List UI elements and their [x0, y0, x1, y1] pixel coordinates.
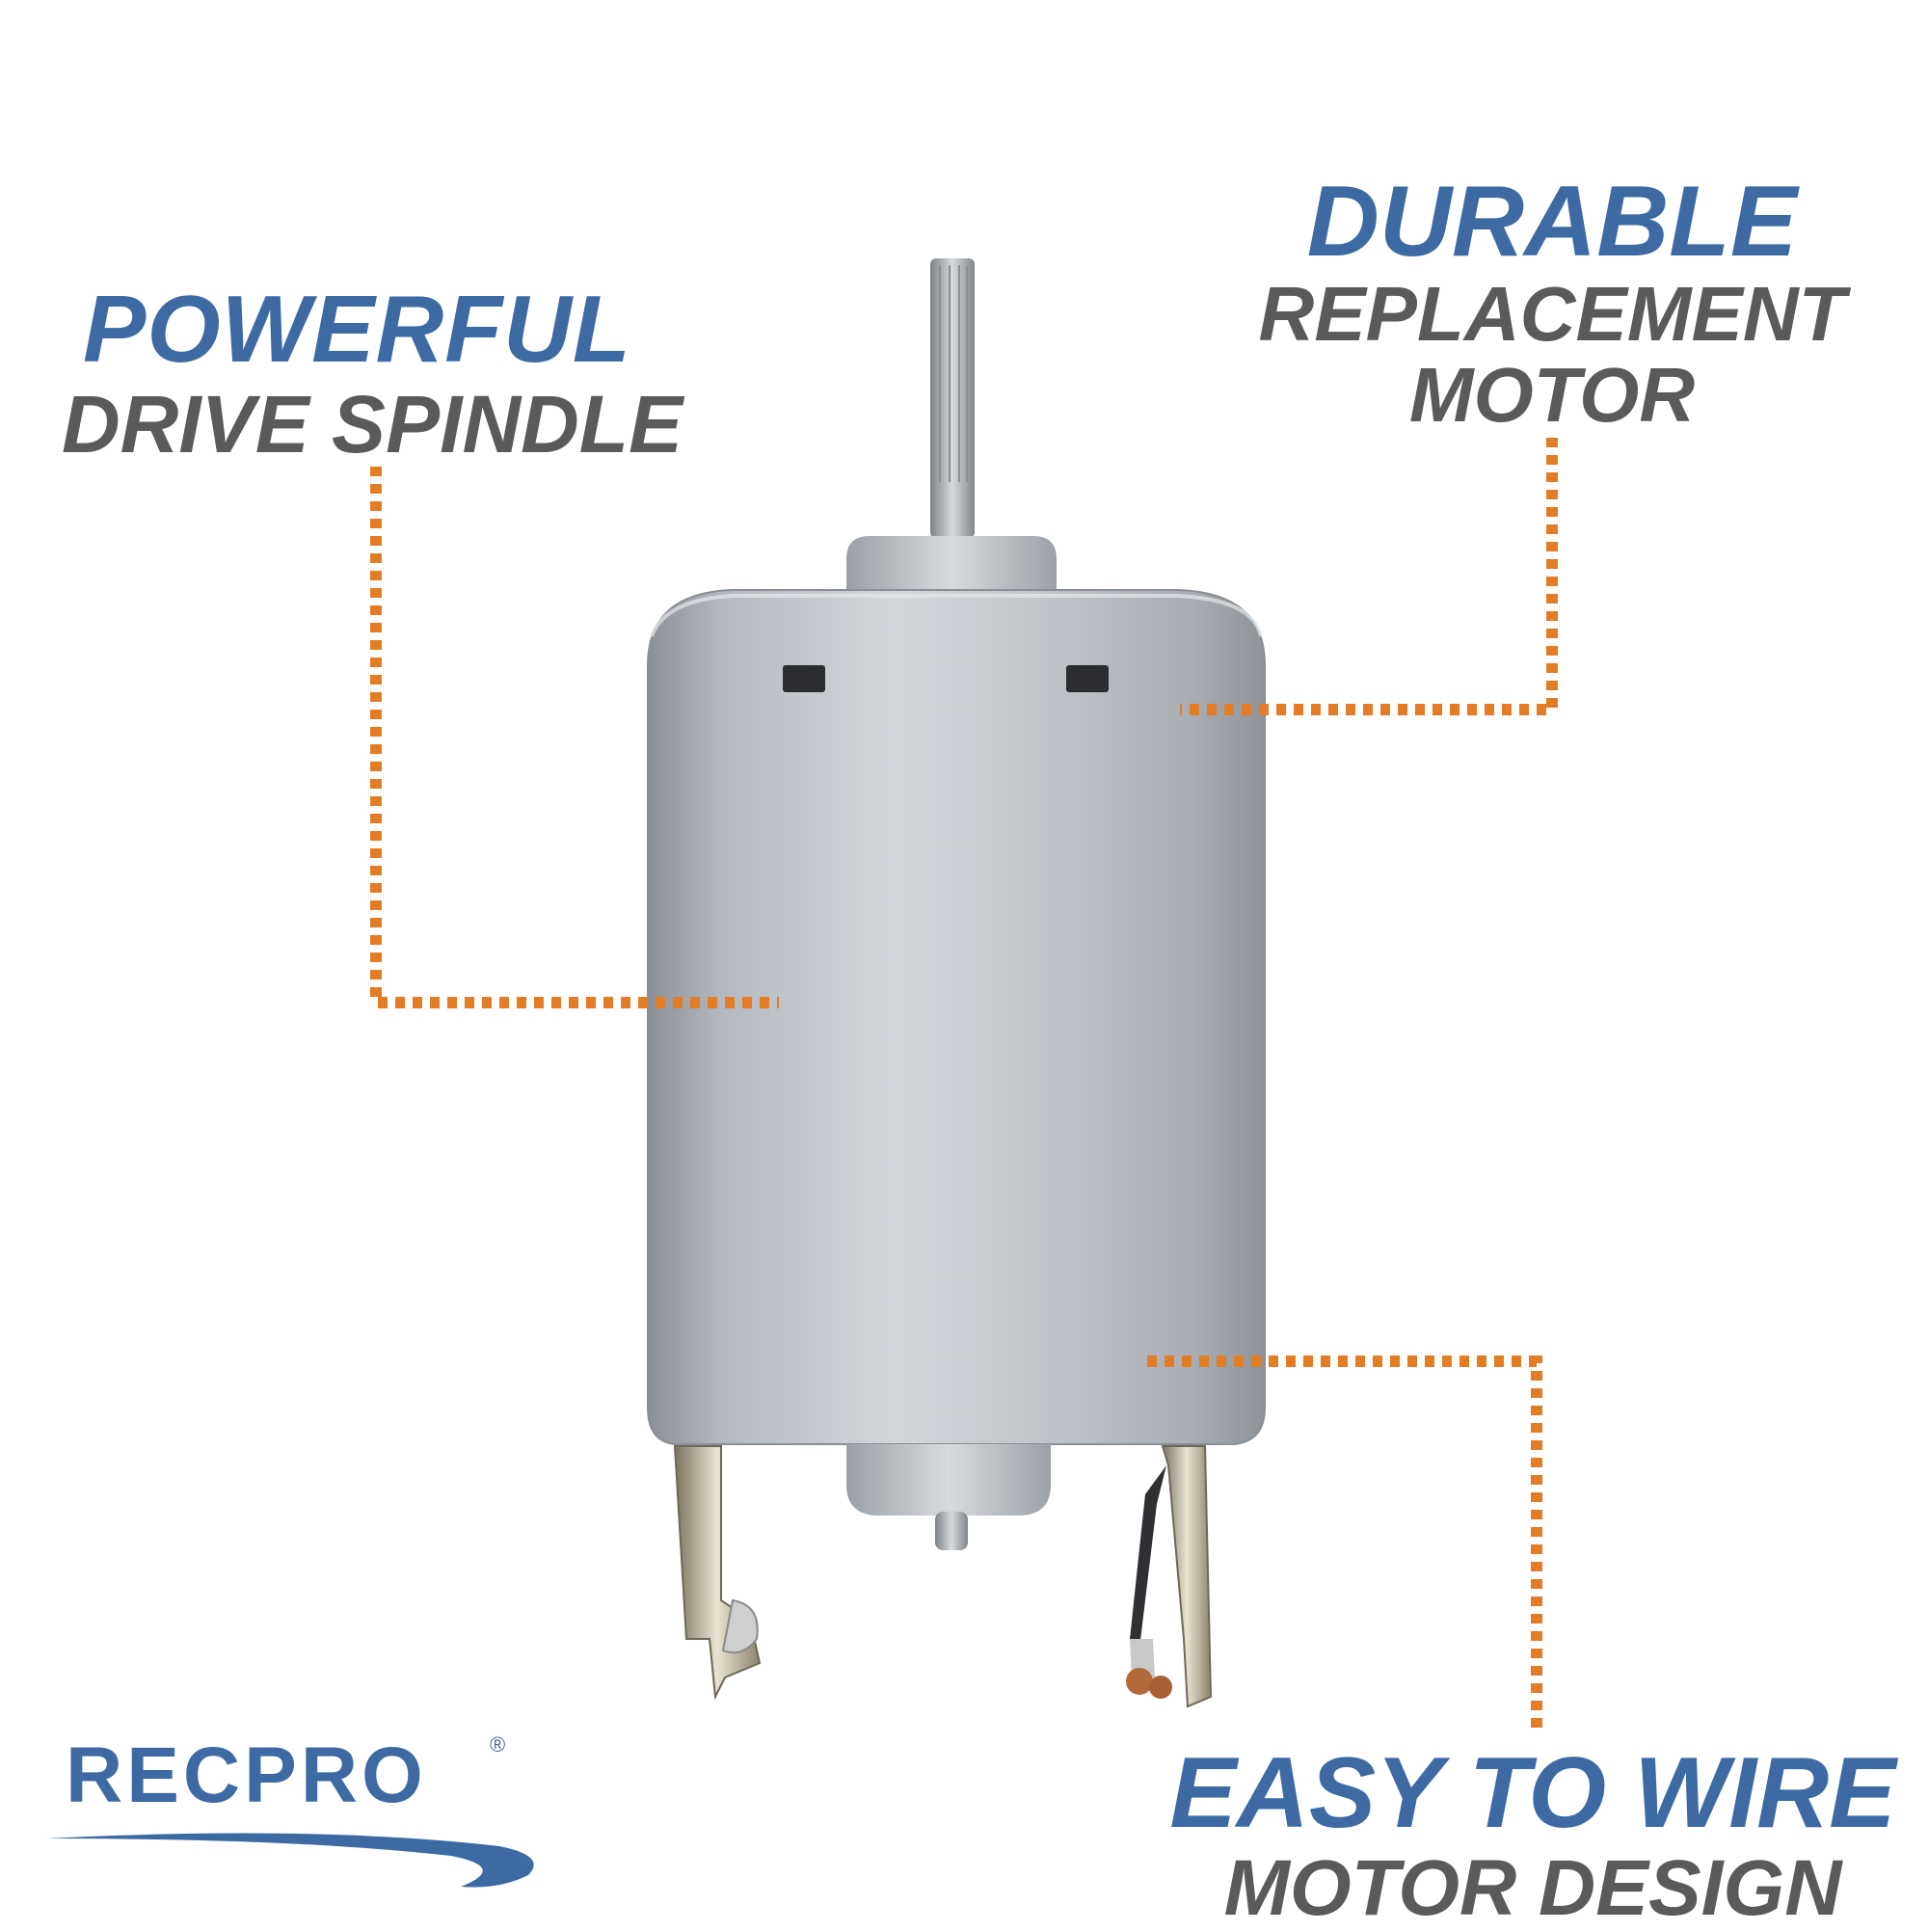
- leader-line-durable: [1180, 438, 1558, 715]
- bottom-bearing-boss: [846, 1444, 1051, 1516]
- registered-mark: ®: [490, 1732, 506, 1757]
- drive-spindle: [930, 258, 975, 538]
- callout-durable-replacement-motor: DURABLE REPLACEMENT MOTOR: [1224, 172, 1880, 434]
- callout-easy-to-wire: EASY TO WIRE MOTOR DESIGN: [1152, 1743, 1914, 1928]
- callout-subline: MOTOR DESIGN: [1223, 1844, 1842, 1932]
- leader-line-wire: [1147, 1355, 1542, 1728]
- logo-swoosh: [46, 1833, 534, 1888]
- right-terminal-tab: [1126, 1445, 1213, 1708]
- top-bearing-boss: [846, 536, 1057, 603]
- rear-shaft-pin: [935, 1512, 968, 1550]
- callout-subline: DRIVE SPINDLE: [62, 379, 683, 470]
- leader-line-spindle: [370, 467, 779, 1008]
- callout-line-3: MOTOR: [1408, 352, 1696, 438]
- callout-powerful-drive-spindle: POWERFUL DRIVE SPINDLE: [62, 282, 683, 465]
- motor-can: [647, 589, 1266, 1445]
- callout-headline: POWERFUL: [83, 276, 631, 382]
- brand-logo: RECPRO ®: [46, 1731, 548, 1890]
- vent-slot-left: [783, 665, 825, 692]
- left-terminal-tab: [673, 1445, 762, 1701]
- vent-slot-right: [1066, 665, 1109, 692]
- callout-headline: EASY TO WIRE: [1169, 1737, 1896, 1849]
- brand-name: RECPRO: [66, 1731, 427, 1819]
- callout-line-2: REPLACEMENT: [1258, 271, 1846, 357]
- callout-headline: DURABLE: [1306, 166, 1798, 278]
